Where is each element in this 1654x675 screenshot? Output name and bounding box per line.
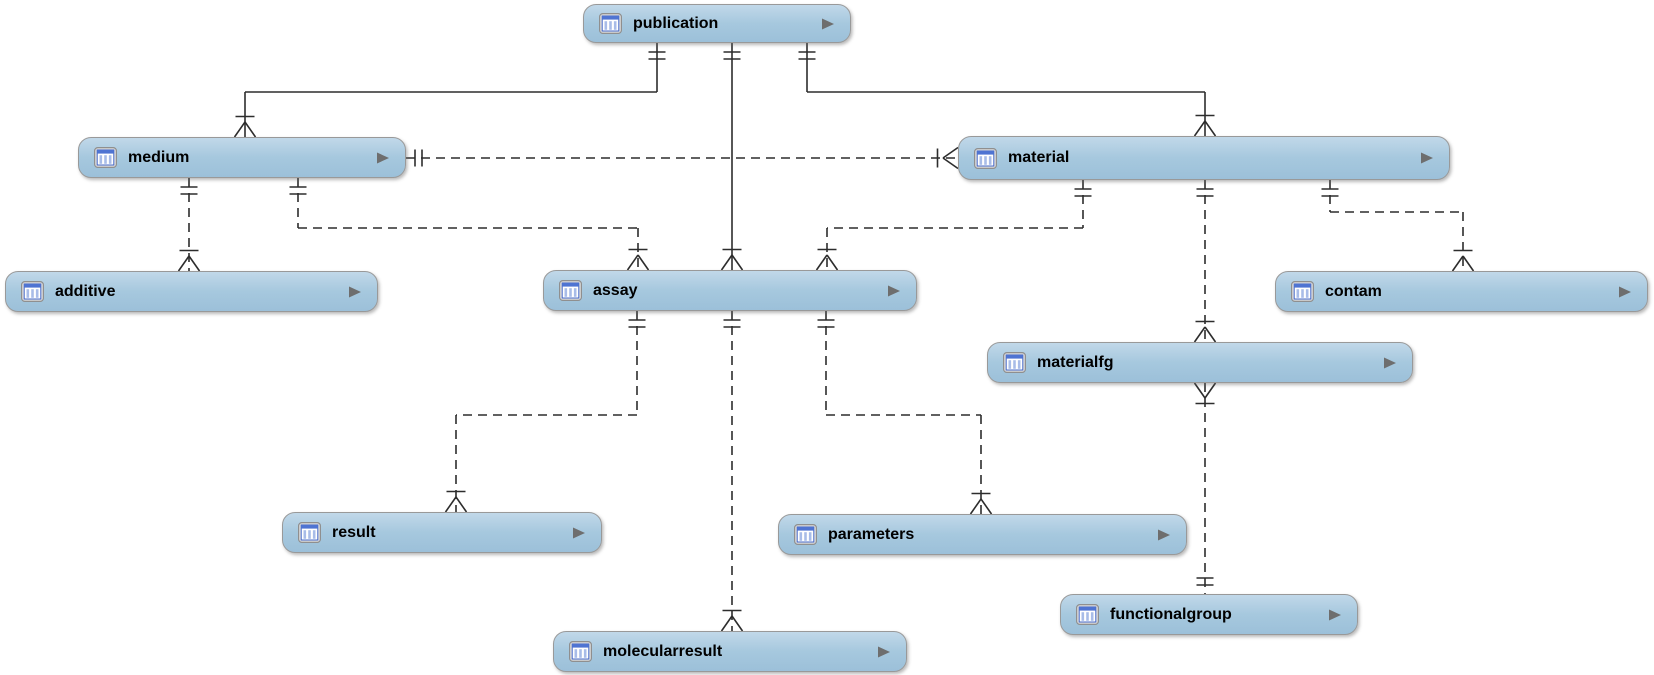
expand-arrow-icon[interactable] [1618,285,1632,299]
entity-functionalgroup[interactable]: functionalgroup [1060,594,1358,635]
entity-result[interactable]: result [282,512,602,553]
entity-label: material [1008,149,1070,166]
relationship-medium-additive[interactable] [177,178,201,272]
relationship-material-materialfg[interactable] [1193,180,1217,343]
expand-arrow-icon[interactable] [821,17,835,31]
expand-arrow-icon[interactable] [1383,356,1397,370]
entity-label: assay [593,281,638,299]
relationship-material-contam[interactable] [1321,180,1475,272]
entity-materialfg[interactable]: materialfg [987,342,1413,383]
entity-additive[interactable]: additive [5,271,378,312]
relationship-publication-material[interactable] [798,43,1217,137]
entity-assay[interactable]: assay [543,270,917,311]
entity-label: functionalgroup [1110,605,1232,623]
table-icon [1291,281,1314,302]
expand-arrow-icon[interactable] [877,645,891,659]
expand-arrow-icon[interactable] [887,284,901,298]
table-icon [21,281,44,302]
relationship-medium-assay[interactable] [289,178,650,271]
entity-parameters[interactable]: parameters [778,514,1187,555]
table-icon [569,641,592,662]
entity-publication[interactable]: publication [583,4,851,43]
expand-arrow-icon[interactable] [1420,151,1434,165]
table-icon [298,522,321,543]
expand-arrow-icon[interactable] [572,526,586,540]
entity-label: molecularresult [603,642,723,660]
relationship-assay-parameters[interactable] [817,311,993,515]
entity-label: result [332,523,376,541]
entity-label: materialfg [1037,353,1114,371]
entity-label: parameters [828,525,915,543]
relationship-assay-molecularresult[interactable] [720,311,744,632]
table-icon [94,147,117,168]
table-icon [794,524,817,545]
table-icon [974,147,997,169]
expand-arrow-icon[interactable] [1157,528,1171,542]
entity-label: medium [128,148,190,166]
entity-label: publication [633,14,719,32]
relationship-medium-material[interactable] [406,146,959,170]
relationship-material-assay[interactable] [815,180,1092,271]
entity-label: additive [55,282,116,300]
table-icon [599,13,622,34]
relationship-publication-assay[interactable] [720,43,744,271]
entity-molecularresult[interactable]: molecularresult [553,631,907,672]
entity-medium[interactable]: medium [78,137,406,178]
entity-material[interactable]: material [958,136,1450,180]
entity-label: contam [1325,282,1382,300]
expand-arrow-icon[interactable] [348,285,362,299]
table-icon [1076,604,1099,625]
relationship-functionalgroup-materialfg[interactable] [1193,382,1217,594]
expand-arrow-icon[interactable] [376,151,390,165]
relationship-publication-medium[interactable] [233,43,666,138]
table-icon [1003,352,1026,373]
entity-contam[interactable]: contam [1275,271,1648,312]
expand-arrow-icon[interactable] [1328,608,1342,622]
relationship-assay-result[interactable] [444,311,646,513]
table-icon [559,280,582,301]
